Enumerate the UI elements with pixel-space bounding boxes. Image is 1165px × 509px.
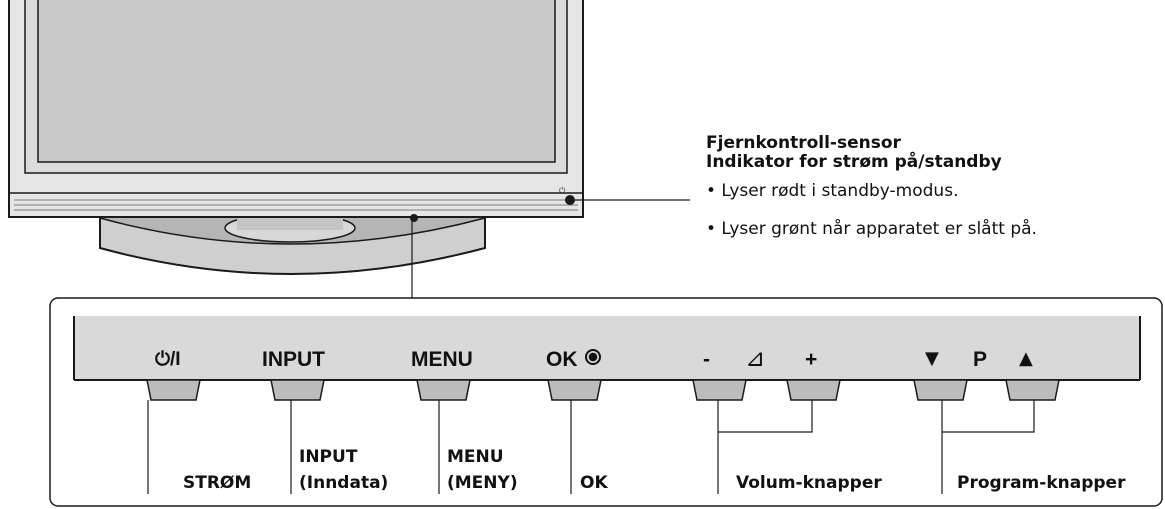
volume-plus-label: + bbox=[805, 348, 818, 371]
input-button-label-line2: (Inndata) bbox=[299, 473, 389, 493]
physical-buttons bbox=[146, 379, 1060, 401]
ok-button-label: OK bbox=[580, 473, 608, 493]
bullet-standby: • Lyser rødt i standby-modus. bbox=[706, 181, 959, 201]
power-symbol-label: ⏻/I bbox=[155, 349, 181, 370]
volume-icon: ⊿ bbox=[745, 344, 766, 372]
button-leader-lines bbox=[147, 400, 1035, 494]
ok-dot-icon bbox=[585, 349, 601, 365]
program-up-icon: ▲ bbox=[1019, 348, 1033, 369]
indicator-title: Indikator for strøm på/standby bbox=[706, 152, 1002, 172]
menu-button-label-line1: MENU bbox=[447, 447, 504, 467]
panel-ok-label: OK bbox=[546, 348, 578, 371]
tv-button-bar-marker bbox=[410, 214, 418, 222]
svg-text:⏻: ⏻ bbox=[559, 186, 566, 195]
volume-minus-label: - bbox=[703, 348, 710, 371]
power-button-label: STRØM bbox=[183, 473, 252, 493]
sensor-title: Fjernkontroll-sensor bbox=[706, 133, 901, 153]
volume-buttons-label: Volum-knapper bbox=[736, 473, 882, 493]
panel-menu-label: MENU bbox=[411, 348, 473, 371]
sensor-indicator-dot bbox=[565, 195, 575, 205]
input-button-label-line1: INPUT bbox=[299, 447, 358, 467]
program-buttons-label: Program-knapper bbox=[957, 473, 1126, 493]
control-panel-strip bbox=[74, 316, 1140, 380]
tv-stand bbox=[99, 212, 486, 275]
menu-button-label-line2: (MENY) bbox=[447, 473, 518, 493]
tv-monitor: ⏻ bbox=[8, 0, 584, 222]
program-down-icon: ▼ bbox=[925, 348, 939, 369]
bullet-on: • Lyser grønt når apparatet er slått på. bbox=[706, 219, 1037, 239]
panel-input-label: INPUT bbox=[262, 348, 325, 371]
program-p-label: P bbox=[973, 348, 988, 371]
